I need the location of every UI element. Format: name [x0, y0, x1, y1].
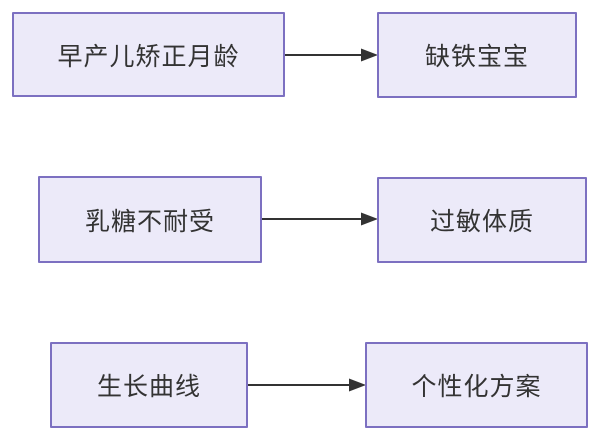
- node-label: 乳糖不耐受: [84, 207, 215, 236]
- flow-node-allergic-constitution: 过敏体质: [377, 177, 587, 263]
- node-label: 个性化方案: [411, 373, 542, 401]
- flow-node-iron-deficient-baby: 缺铁宝宝: [377, 12, 577, 98]
- node-label: 生长曲线: [96, 373, 201, 401]
- node-label: 过敏体质: [429, 208, 534, 236]
- flow-node-personalized-plan: 个性化方案: [365, 342, 588, 428]
- flow-node-growth-curve: 生长曲线: [50, 342, 248, 428]
- arrow-right-icon: [285, 48, 378, 62]
- arrow-right-icon: [248, 378, 366, 392]
- arrow-right-icon: [262, 212, 378, 226]
- node-label: 缺铁宝宝: [424, 43, 529, 71]
- node-label: 早产儿矫正月龄: [57, 42, 240, 71]
- flow-node-premature-corrected-age: 早产儿矫正月龄: [12, 12, 285, 97]
- flow-node-lactose-intolerance: 乳糖不耐受: [38, 176, 262, 263]
